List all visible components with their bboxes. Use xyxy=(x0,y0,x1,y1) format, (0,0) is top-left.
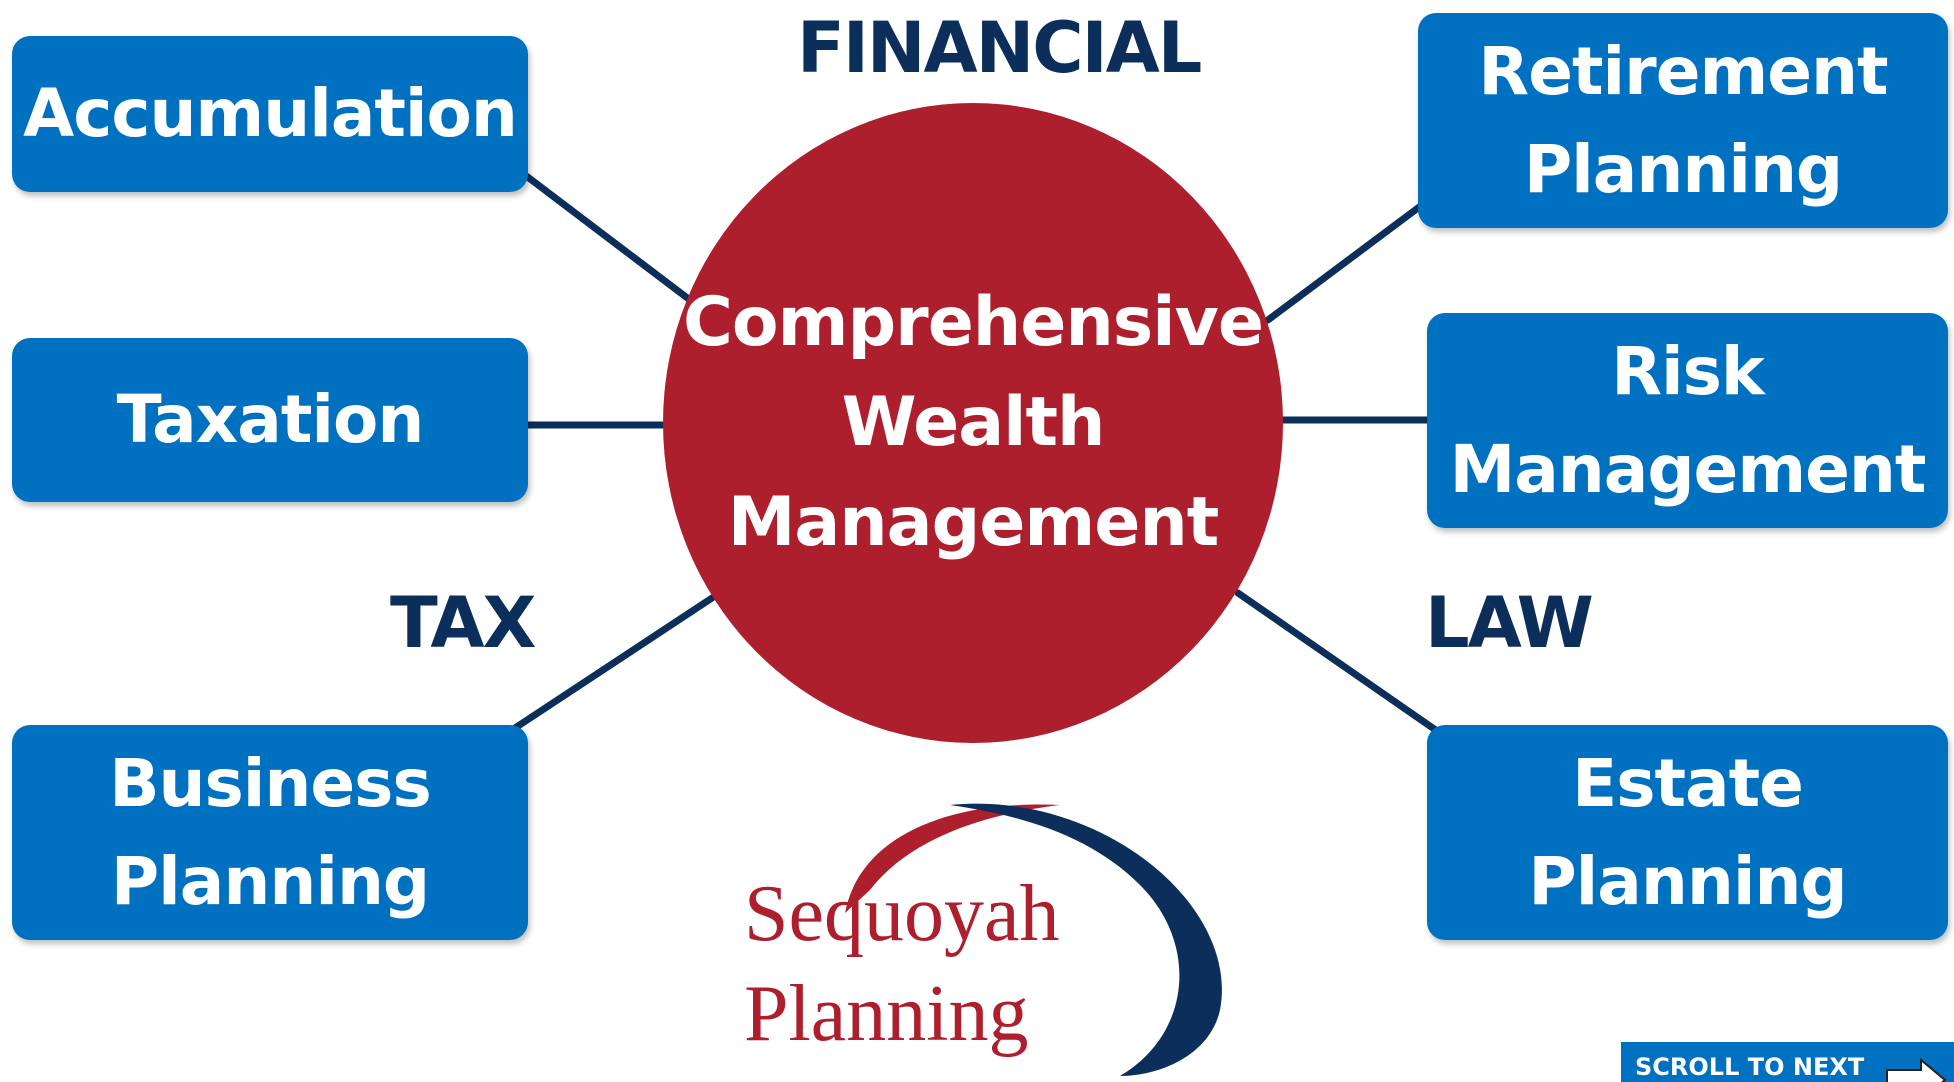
node-business-planning[interactable]: Business Planning xyxy=(12,725,528,940)
node-risk-management-line1: Risk xyxy=(1611,332,1765,410)
connector-business-planning xyxy=(511,594,716,732)
category-financial: FINANCIAL xyxy=(797,7,1202,89)
connector-retirement-planning xyxy=(1264,201,1426,324)
node-accumulation-label: Accumulation xyxy=(23,75,518,152)
category-law: LAW xyxy=(1425,582,1594,664)
logo-navy-swoosh xyxy=(950,803,1222,1076)
logo-text-line2: Planning xyxy=(744,970,1028,1058)
node-risk-management[interactable]: Risk Management xyxy=(1427,313,1948,528)
node-retirement-planning-line1: Retirement xyxy=(1478,32,1888,110)
node-retirement-planning[interactable]: Retirement Planning xyxy=(1418,13,1948,228)
category-tax: TAX xyxy=(390,582,536,664)
node-taxation-label: Taxation xyxy=(116,381,425,458)
connector-estate-planning xyxy=(1234,589,1444,737)
logo-red-swoosh xyxy=(845,804,1060,913)
node-business-planning-line1: Business xyxy=(109,744,432,822)
connector-accumulation xyxy=(521,171,694,304)
node-estate-planning[interactable]: Estate Planning xyxy=(1427,725,1948,940)
scroll-to-next-button[interactable]: SCROLL TO NEXT xyxy=(1621,1042,1954,1082)
hub-line-3: Management xyxy=(727,483,1220,562)
node-risk-management-line2: Management xyxy=(1449,430,1927,508)
arrow-right-icon xyxy=(1886,1057,1947,1082)
hub-comprehensive-wealth-management: Comprehensive Wealth Management xyxy=(663,103,1283,743)
sequoyah-planning-logo: Sequoyah Planning xyxy=(744,803,1222,1076)
scroll-to-next-label: SCROLL TO NEXT xyxy=(1635,1053,1865,1081)
node-estate-planning-line1: Estate xyxy=(1572,744,1804,822)
node-estate-planning-line2: Planning xyxy=(1528,842,1847,920)
hub-line-2: Wealth xyxy=(841,383,1106,462)
node-business-planning-line2: Planning xyxy=(110,842,430,920)
node-retirement-planning-line2: Planning xyxy=(1523,130,1843,208)
hub-line-1: Comprehensive xyxy=(683,283,1264,362)
node-taxation[interactable]: Taxation xyxy=(12,338,528,502)
logo-text-line1: Sequoyah xyxy=(744,870,1060,958)
node-accumulation[interactable]: Accumulation xyxy=(12,36,528,192)
